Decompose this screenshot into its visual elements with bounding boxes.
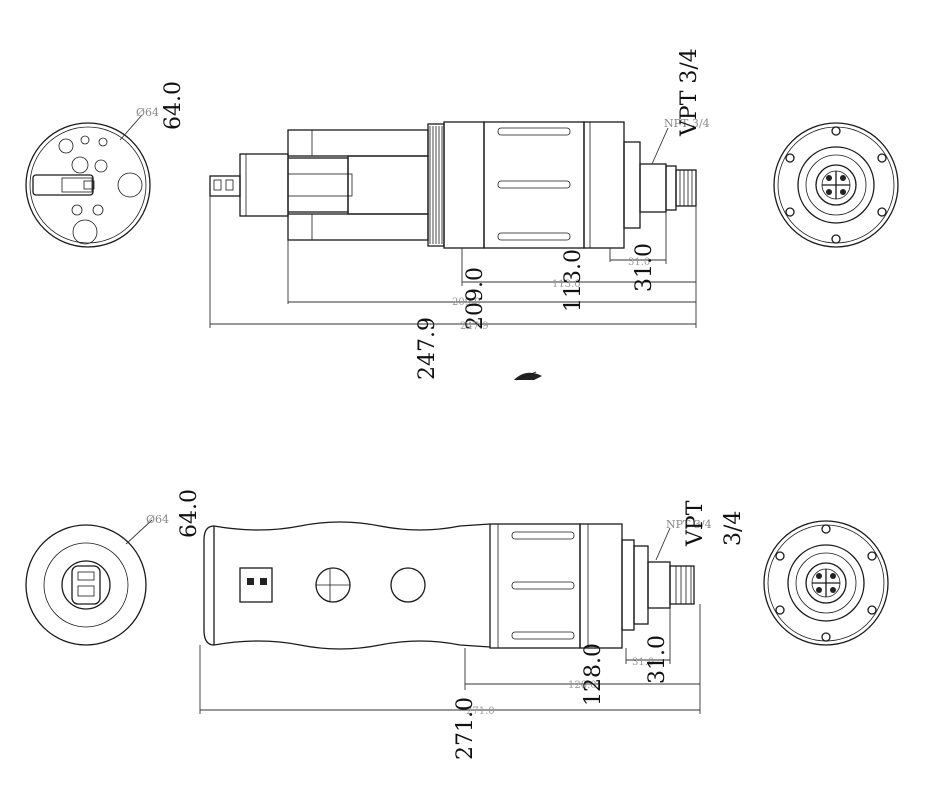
top-dim-31-small: 31.0 xyxy=(628,257,650,268)
bottom-dim-31-small: 31.0 xyxy=(632,657,654,668)
bottom-end-dia-small: Ø64 xyxy=(146,513,169,526)
ink-mark xyxy=(514,371,542,381)
top-dim-209-big: 209.0 xyxy=(463,267,488,330)
bottom-right-end-view xyxy=(763,520,889,646)
bottom-end-dia-big: 64.0 xyxy=(177,489,202,538)
bottom-dim-271-small: 271.0 xyxy=(466,706,495,717)
top-dim-247-small: 247.9 xyxy=(460,321,489,332)
thread-hatching xyxy=(429,126,443,244)
top-right-end-view xyxy=(773,122,899,248)
top-thread-small: NPT 3/4 xyxy=(664,117,710,130)
bottom-thread-big-2: 3/4 xyxy=(721,511,746,546)
bottom-dimensions xyxy=(199,604,701,714)
bottom-dim-271-big: 271.0 xyxy=(453,697,478,760)
top-dim-209-small: 209.0 xyxy=(452,297,481,308)
bottom-side-view xyxy=(203,521,695,650)
top-dim-113-big: 113.0 xyxy=(561,249,586,312)
bottom-thread-big-1: VPT xyxy=(683,500,708,547)
bottom-dim-31-big: 31.0 xyxy=(645,635,670,684)
top-end-dia-big: 64.0 xyxy=(161,81,186,130)
top-side-view xyxy=(209,121,697,249)
top-dim-247-big: 247.9 xyxy=(415,317,440,380)
top-left-end-view xyxy=(25,114,151,248)
bottom-dim-128-small: 128.0 xyxy=(568,680,597,691)
top-dim-113-small: 113.0 xyxy=(552,279,581,290)
top-end-dia-small: Ø64 xyxy=(136,106,159,119)
top-dim-31-big: 31.0 xyxy=(632,243,657,292)
bottom-dim-128-big: 128.0 xyxy=(581,643,606,706)
bottom-thread-small: NPT 3/4 xyxy=(666,518,712,531)
top-dimensions xyxy=(209,196,697,328)
top-thread-big: VPT 3/4 xyxy=(677,48,702,137)
bottom-left-end-view xyxy=(25,519,153,646)
